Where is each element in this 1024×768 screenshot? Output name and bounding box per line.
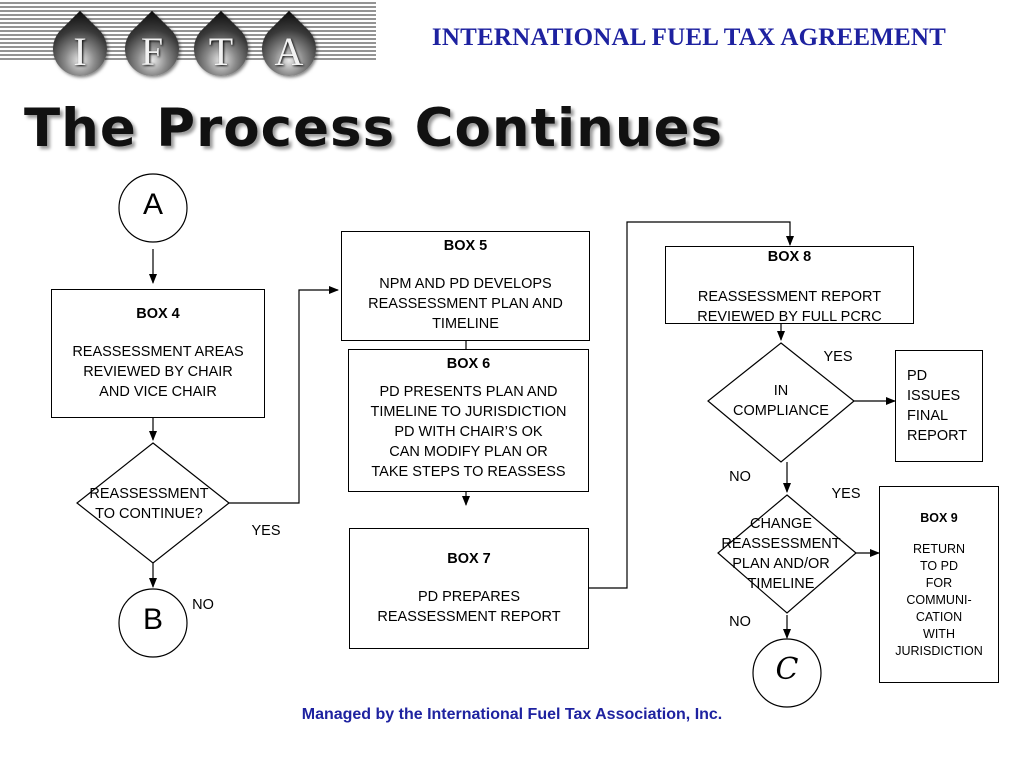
logo-letter-a: A (274, 29, 304, 74)
box-6: BOX 6 PD PRESENTS PLAN AND TIMELINE TO J… (348, 349, 589, 492)
decision-compliance-label: IN COMPLIANCE (733, 383, 829, 419)
decision-compliance-diamond (707, 342, 855, 463)
connector-b: B (142, 603, 163, 636)
logo-letter-f: F (140, 29, 164, 74)
box-6-title: BOX 6 (446, 356, 491, 372)
box-4-title: BOX 4 (136, 306, 180, 322)
box-9-body: RETURN TO PD FOR COMMUNI- CATION WITH JU… (895, 542, 983, 658)
box-6-body: PD PRESENTS PLAN AND TIMELINE TO JURISDI… (370, 384, 567, 480)
box-9-title: BOX 9 (920, 511, 958, 525)
decision-compliance-no: NO (729, 469, 751, 485)
pd-final-report-box: PD ISSUES FINAL REPORT (895, 350, 983, 462)
box-9: BOX 9 RETURN TO PD FOR COMMUNI- CATION W… (879, 486, 999, 683)
connector-c-circle (752, 638, 822, 708)
box-7-body: PD PREPARES REASSESSMENT REPORT (377, 589, 561, 625)
decision-change-diamond (717, 494, 857, 614)
arrow-box7-to-box8 (589, 221, 794, 589)
decision-compliance-yes: YES (823, 349, 853, 365)
box-5-title: BOX 5 (443, 238, 488, 254)
logo-letter-i: I (73, 29, 87, 74)
box-5-body: NPM AND PD DEVELOPS REASSESSMENT PLAN AN… (368, 276, 563, 332)
box-8-body: REASSESSMENT REPORT REVIEWED BY FULL PCR… (697, 289, 882, 325)
footer-text: Managed by the International Fuel Tax As… (301, 706, 723, 723)
decision-continue-no: NO (192, 597, 214, 613)
box-7-title: BOX 7 (447, 551, 491, 567)
decision-continue-label: REASSESSMENT TO CONTINUE? (89, 486, 209, 522)
pd-final-report-text: PD ISSUES FINAL REPORT (907, 368, 968, 444)
decision-change-yes: YES (831, 486, 861, 502)
connector-a: A (142, 188, 163, 221)
arrow-yes-to-box5 (229, 286, 339, 504)
box-4-body: REASSESSMENT AREAS REVIEWED BY CHAIR AND… (72, 344, 244, 400)
ifta-logo: I F T A (0, 0, 376, 90)
box-5: BOX 5 NPM AND PD DEVELOPS REASSESSMENT P… (341, 231, 590, 341)
box-8-title: BOX 8 (767, 249, 812, 265)
logo-letter-t: T (208, 29, 234, 74)
connector-c: C (775, 652, 799, 687)
box-4: BOX 4 REASSESSMENT AREAS REVIEWED BY CHA… (51, 289, 265, 418)
decision-continue-diamond (76, 442, 230, 564)
decision-change-no: NO (729, 614, 751, 630)
page-title: The Process Continues (24, 98, 724, 159)
box-8: BOX 8 REASSESSMENT REPORT REVIEWED BY FU… (665, 246, 914, 325)
agreement-title: INTERNATIONAL FUEL TAX AGREEMENT (431, 24, 947, 51)
decision-continue-yes: YES (251, 523, 281, 539)
connector-b-circle (118, 588, 188, 658)
connector-a-circle (118, 173, 188, 243)
box-7: BOX 7 PD PREPARES REASSESSMENT REPORT (349, 528, 589, 649)
decision-change-label: CHANGE REASSESSMENT PLAN AND/OR TIMELINE (721, 516, 841, 592)
